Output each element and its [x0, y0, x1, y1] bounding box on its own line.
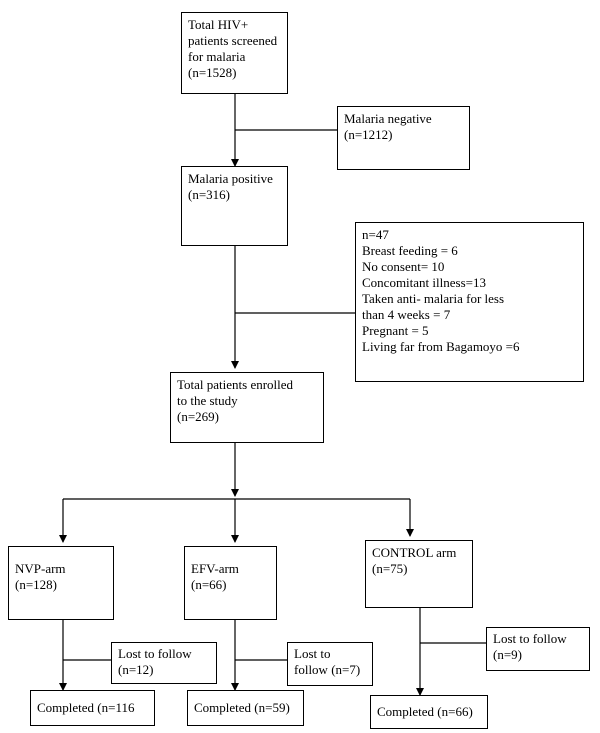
- nvp-lost-box: Lost to follow (n=12): [111, 642, 217, 684]
- excluded-line: Breast feeding = 6: [362, 243, 458, 258]
- control-lost-line: (n=9): [493, 647, 522, 662]
- nvp-lost-line: Lost to follow: [118, 646, 192, 661]
- control-arm-line: (n=75): [372, 561, 408, 576]
- efv-arm-box: EFV-arm (n=66): [184, 546, 277, 620]
- enrolled-box: Total patients enrolled to the study (n=…: [170, 372, 324, 443]
- enrolled-line: Total patients enrolled: [177, 377, 294, 392]
- screened-line: for malaria: [188, 49, 246, 64]
- control-completed-line: Completed (n=66): [377, 704, 473, 719]
- screened-box: Total HIV+ patients screened for malaria…: [181, 12, 288, 94]
- control-completed-box: Completed (n=66): [370, 695, 488, 729]
- control-lost-box: Lost to follow (n=9): [486, 627, 590, 671]
- malaria-negative-line: (n=1212): [344, 127, 393, 142]
- control-arm-box: CONTROL arm (n=75): [365, 540, 473, 608]
- enrolled-line: to the study: [177, 393, 238, 408]
- excluded-box: n=47 Breast feeding = 6 No consent= 10 C…: [355, 222, 584, 382]
- malaria-positive-box: Malaria positive (n=316): [181, 166, 288, 246]
- enrolled-line: (n=269): [177, 409, 219, 424]
- malaria-positive-line: (n=316): [188, 187, 230, 202]
- excluded-line: Taken anti- malaria for less: [362, 291, 505, 306]
- nvp-arm-line: (n=128): [15, 577, 57, 592]
- excluded-line: Pregnant = 5: [362, 323, 429, 338]
- screened-line: patients screened: [188, 33, 278, 48]
- malaria-positive-line: Malaria positive: [188, 171, 273, 186]
- nvp-completed-box: Completed (n=116: [30, 690, 155, 726]
- efv-lost-line: Lost to: [294, 646, 331, 661]
- malaria-negative-line: Malaria negative: [344, 111, 432, 126]
- excluded-line: No consent= 10: [362, 259, 445, 274]
- excluded-line: Concomitant illness=13: [362, 275, 486, 290]
- excluded-line: n=47: [362, 227, 389, 242]
- efv-lost-box: Lost to follow (n=7): [287, 642, 373, 686]
- excluded-line: than 4 weeks = 7: [362, 307, 451, 322]
- efv-arm-line: EFV-arm: [191, 561, 239, 576]
- efv-completed-box: Completed (n=59): [187, 690, 304, 726]
- control-arm-line: CONTROL arm: [372, 545, 457, 560]
- efv-lost-line: follow (n=7): [294, 662, 361, 677]
- screened-line: (n=1528): [188, 65, 237, 80]
- nvp-completed-line: Completed (n=116: [37, 700, 135, 715]
- excluded-line: Living far from Bagamoyo =6: [362, 339, 520, 354]
- nvp-arm-line: NVP-arm: [15, 561, 66, 576]
- nvp-arm-box: NVP-arm (n=128): [8, 546, 114, 620]
- efv-completed-line: Completed (n=59): [194, 700, 290, 715]
- nvp-lost-line: (n=12): [118, 662, 154, 677]
- screened-line: Total HIV+: [188, 17, 249, 32]
- malaria-negative-box: Malaria negative (n=1212): [337, 106, 470, 170]
- control-lost-line: Lost to follow: [493, 631, 567, 646]
- efv-arm-line: (n=66): [191, 577, 227, 592]
